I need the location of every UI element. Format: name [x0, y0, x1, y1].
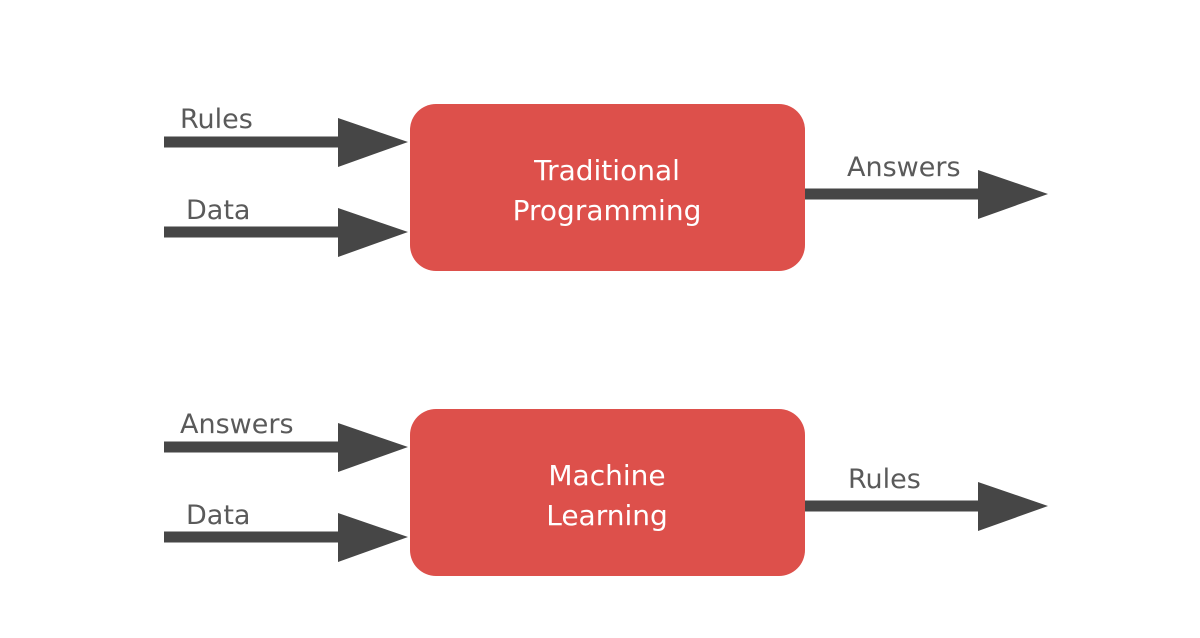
data-input-arrow — [164, 513, 408, 562]
answers-input-arrow — [164, 423, 408, 472]
data-input-label: Data — [186, 195, 250, 226]
data-input-label: Data — [186, 500, 250, 531]
rules-output-arrow — [805, 482, 1048, 531]
answers-output-label: Answers — [847, 152, 961, 183]
arrow-head — [338, 118, 408, 167]
answers-input-label: Answers — [180, 409, 294, 440]
box-title-line1: Traditional — [533, 154, 680, 187]
arrow-head — [978, 482, 1048, 531]
box-title-line2: Programming — [513, 194, 702, 227]
arrow-head — [978, 170, 1048, 219]
box-title-line2: Learning — [546, 499, 668, 532]
arrow-head — [338, 208, 408, 257]
rules-input-label: Rules — [180, 104, 253, 135]
box-title-line1: Machine — [548, 459, 665, 492]
machine-learning-box — [410, 409, 805, 576]
machine-learning-diagram: Answers Data Machine Learning Rules — [164, 409, 1048, 576]
arrow-head — [338, 423, 408, 472]
answers-output-arrow — [805, 170, 1048, 219]
data-input-arrow — [164, 208, 408, 257]
traditional-programming-diagram: Rules Data Traditional Programming Answe… — [164, 104, 1048, 271]
arrow-head — [338, 513, 408, 562]
rules-input-arrow — [164, 118, 408, 167]
traditional-programming-box — [410, 104, 805, 271]
rules-output-label: Rules — [848, 464, 921, 495]
